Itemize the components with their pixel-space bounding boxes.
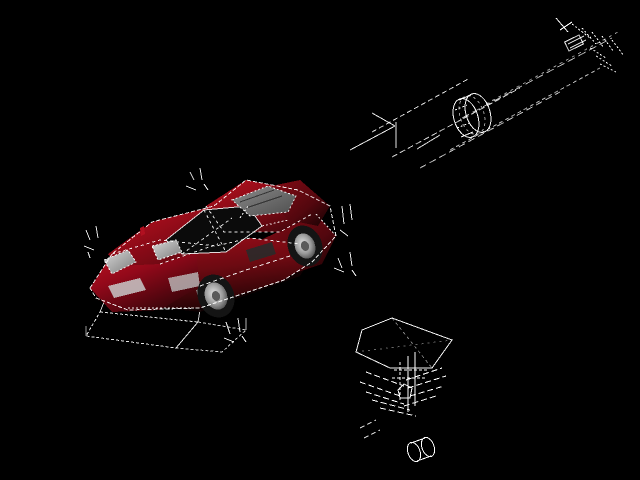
wheel-front [197,274,235,318]
headlight-left [104,250,136,274]
engine-cover-louvres [239,189,283,209]
wheel-rear [287,225,323,267]
car-windshield [166,206,262,254]
front-splitter-outline [85,301,248,353]
wireframe-radiator-fin-cluster [555,17,625,73]
car-model[interactable] [85,179,337,353]
wireframe-floating-clip-marks [83,167,357,343]
wireframe-bushing-cylinder [406,436,436,463]
front-intake-right [168,272,200,292]
wireframe-rear-wing-plate [355,317,453,369]
body-edge-wireframe [89,179,337,311]
wireframe-mesh-grid-assembly [359,352,447,439]
side-air-intake [246,242,276,262]
roof-antenna-pin [140,226,145,236]
car-engine-cover [232,186,296,216]
headlight-right [152,240,182,260]
front-intake-left [108,278,146,298]
wireframe-wheel-ring-cylinder [452,93,492,138]
